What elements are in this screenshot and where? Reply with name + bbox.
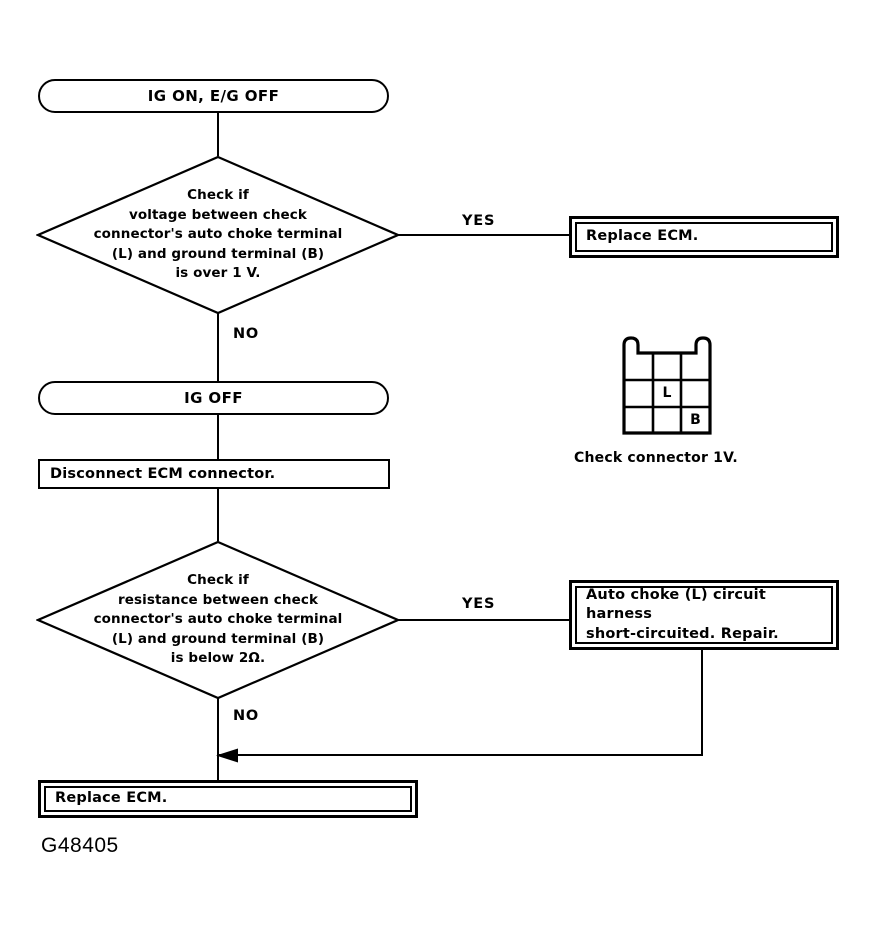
figure-id-label: G48405: [41, 834, 119, 857]
connector-pin-grid-icon: [622, 336, 712, 435]
decision-resistance-line-0: Check if: [187, 572, 249, 589]
feedback-line-vertical: [701, 650, 703, 756]
connector-pin-label-B: B: [690, 412, 701, 428]
connector-start-to-decision1: [217, 113, 219, 156]
decision-voltage-line-4: is over 1 V.: [175, 265, 261, 282]
result-harness-line-1: short-circuited. Repair.: [586, 625, 779, 642]
decision-resistance: Check if resistance between check connec…: [36, 540, 400, 700]
connector-igoff-to-disconnect: [217, 415, 219, 460]
result-harness-short-circuited: Auto choke (L) circuit harness short-cir…: [569, 580, 839, 650]
decision-voltage: Check if voltage between check connector…: [36, 155, 400, 315]
ig-off-terminal-label: IG OFF: [184, 389, 243, 407]
branch-line-voltage-no: [217, 313, 219, 381]
branch-label-resistance-no: NO: [233, 708, 260, 724]
start-terminal: IG ON, E/G OFF: [38, 79, 389, 113]
branch-label-resistance-yes: YES: [462, 596, 496, 612]
branch-label-voltage-yes: YES: [462, 213, 496, 229]
decision-voltage-text: Check if voltage between check connector…: [36, 155, 400, 315]
connector-diagram-caption: Check connector 1V.: [574, 450, 738, 466]
disconnect-ecm-connector-step: Disconnect ECM connector.: [38, 459, 390, 489]
decision-voltage-line-2: connector's auto choke terminal: [93, 226, 343, 243]
start-terminal-label: IG ON, E/G OFF: [147, 87, 280, 105]
branch-line-resistance-yes: [398, 619, 570, 621]
branch-line-voltage-yes: [398, 234, 570, 236]
feedback-line-horizontal: [219, 754, 703, 756]
result-harness-line-0: Auto choke (L) circuit harness: [586, 586, 766, 623]
decision-resistance-line-2: connector's auto choke terminal: [93, 611, 343, 628]
decision-resistance-line-3: (L) and ground terminal (B): [111, 630, 325, 647]
decision-resistance-line-1: resistance between check: [117, 591, 319, 608]
decision-resistance-line-4: is below 2Ω.: [170, 650, 266, 667]
connector-pin-label-L: L: [662, 385, 672, 401]
check-connector-diagram: L B: [620, 333, 718, 439]
decision-voltage-line-0: Check if: [187, 187, 249, 204]
decision-voltage-line-1: voltage between check: [128, 206, 307, 223]
disconnect-ecm-connector-label: Disconnect ECM connector.: [50, 466, 276, 482]
feedback-arrowhead-icon: [216, 748, 238, 763]
branch-label-voltage-no: NO: [233, 326, 260, 342]
result-replace-ecm-bottom-label: Replace ECM.: [55, 790, 168, 807]
result-replace-ecm-bottom: Replace ECM.: [38, 780, 418, 818]
decision-voltage-line-3: (L) and ground terminal (B): [111, 245, 325, 262]
branch-line-resistance-no: [217, 698, 219, 782]
connector-disconnect-to-decision2: [217, 489, 219, 541]
decision-resistance-text: Check if resistance between check connec…: [36, 540, 400, 700]
result-replace-ecm-top-label: Replace ECM.: [586, 228, 699, 245]
result-replace-ecm-top: Replace ECM.: [569, 216, 839, 258]
ig-off-terminal: IG OFF: [38, 381, 389, 415]
